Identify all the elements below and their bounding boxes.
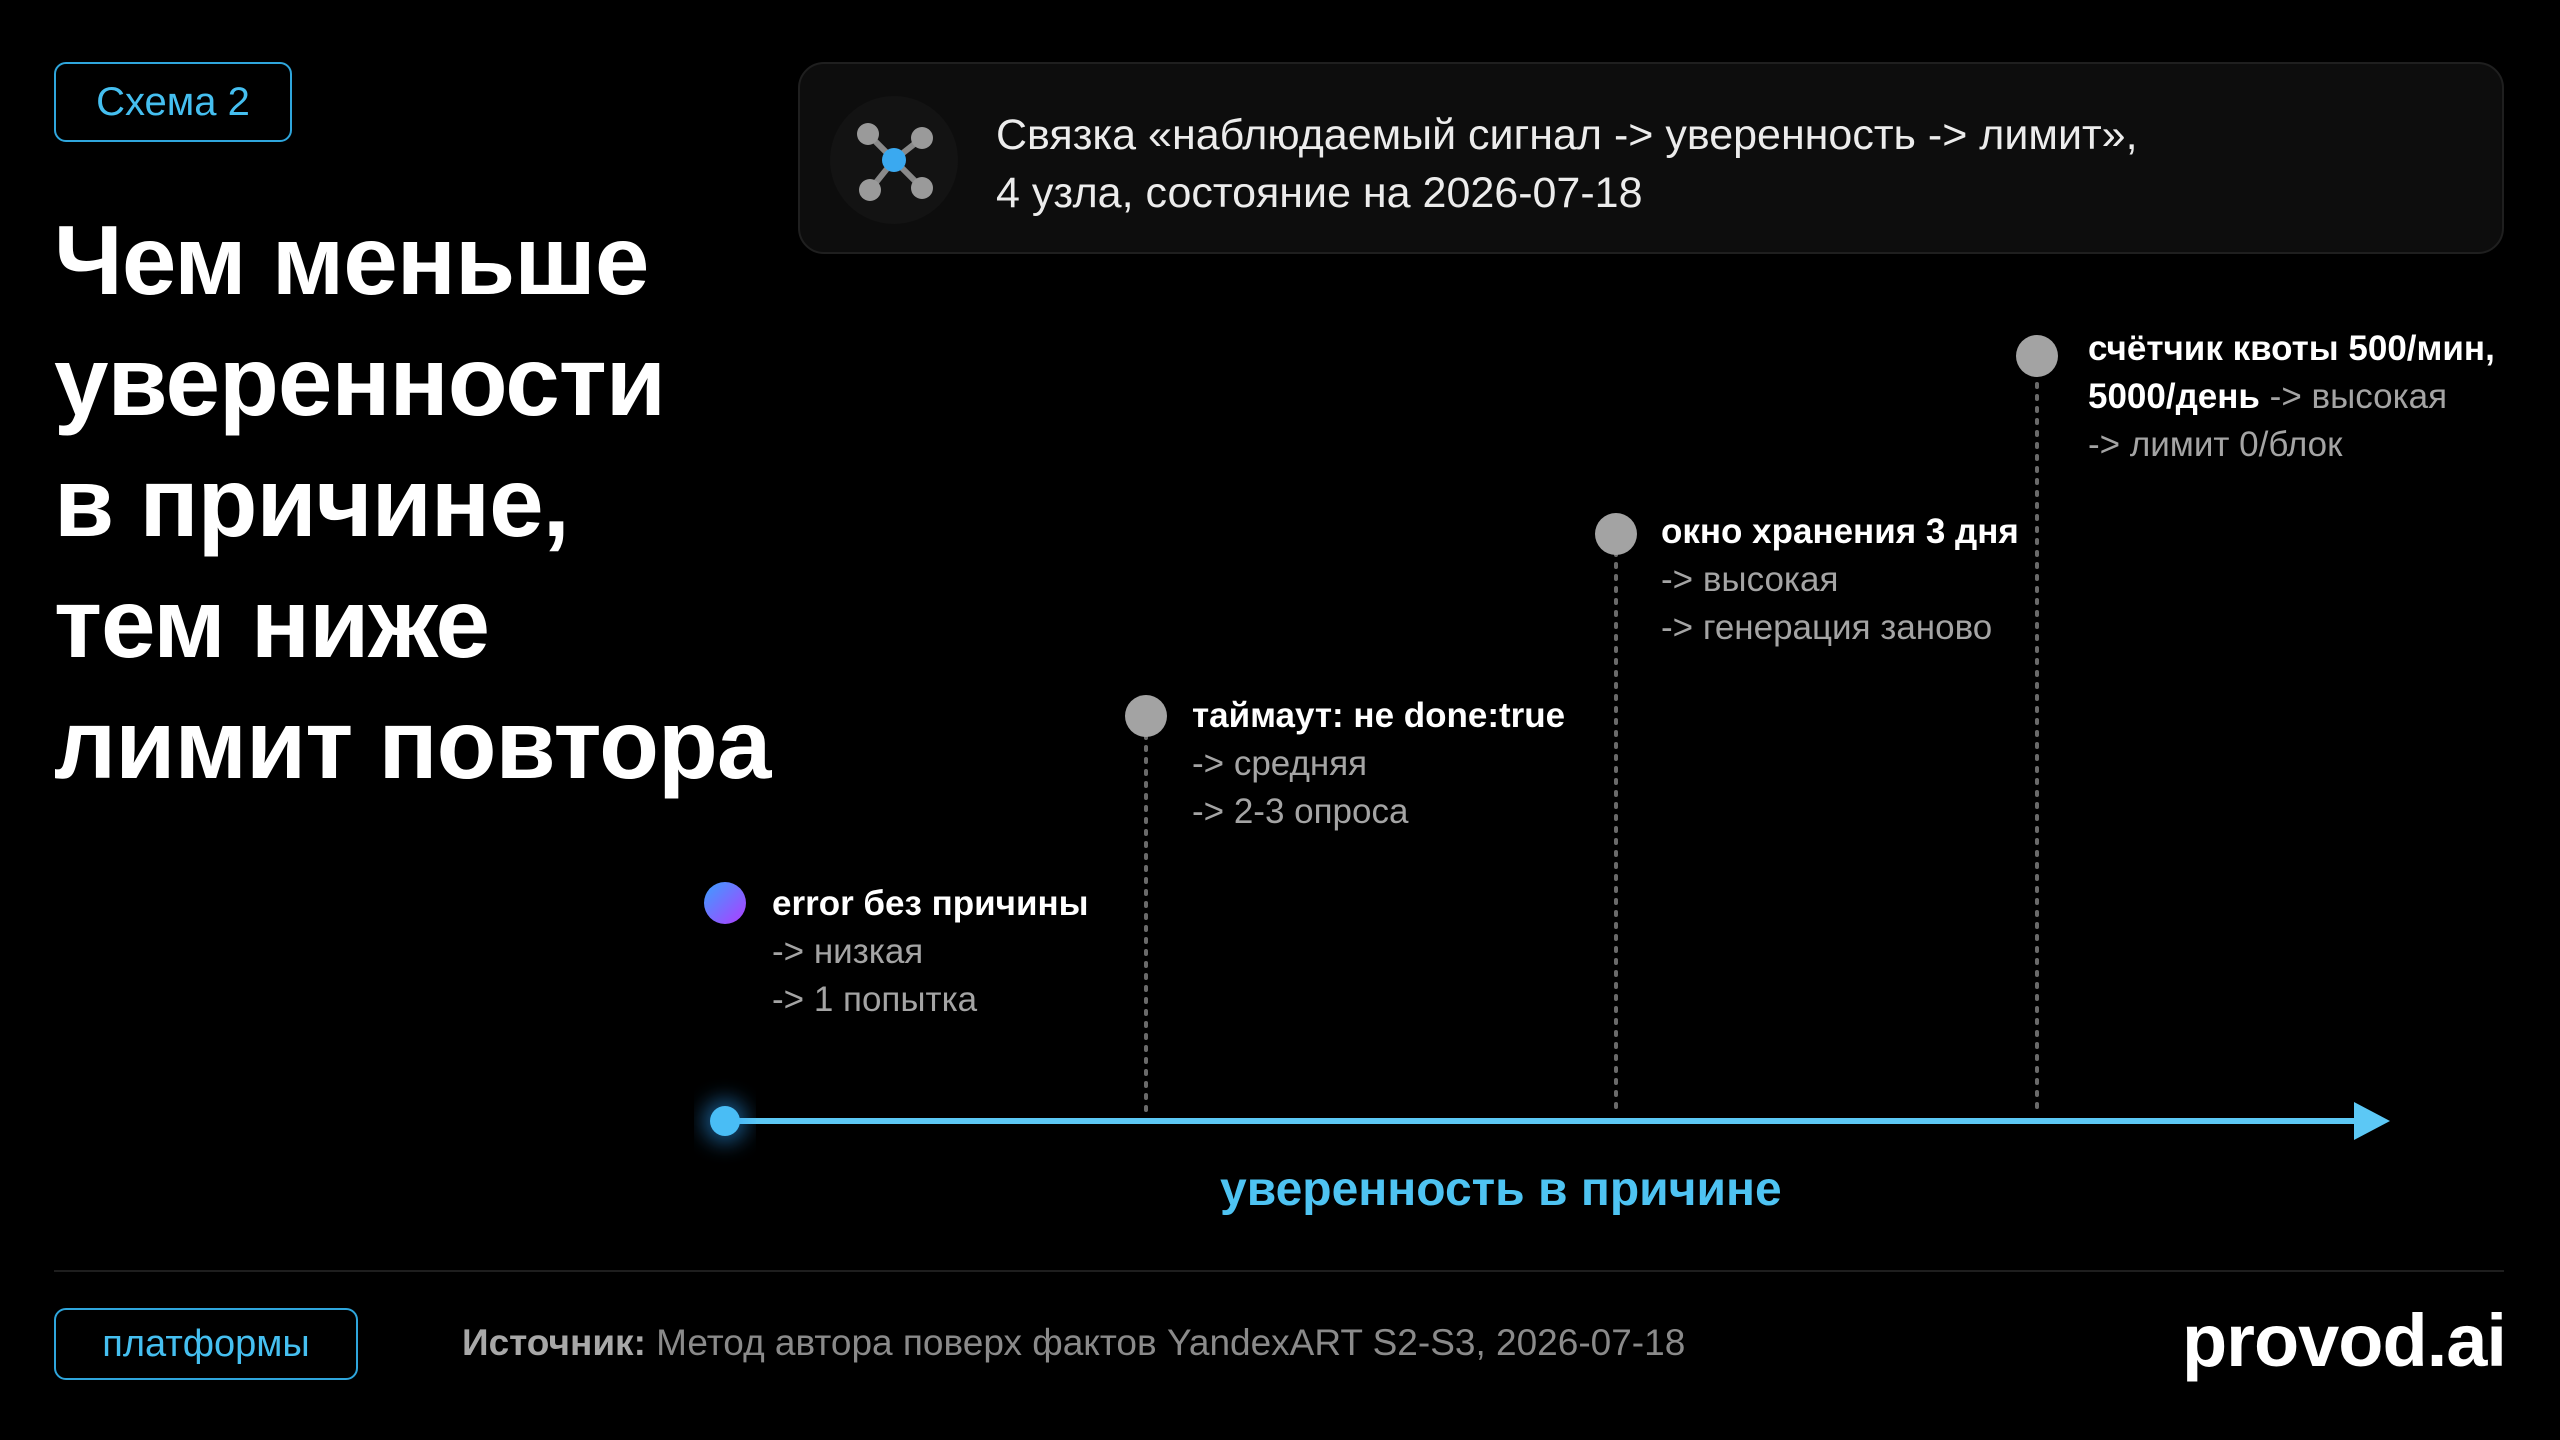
node-confidence: -> высокая xyxy=(1661,560,1839,599)
node-signal-cont: 5000/день -> высокая xyxy=(2088,373,2495,421)
info-card: Связка «наблюдаемый сигнал -> уверенност… xyxy=(798,62,2504,254)
node-limit: -> 2-3 опроса xyxy=(1192,792,1409,831)
node-label-medium: таймаут: не done:true -> средняя -> 2-3 … xyxy=(1192,692,1565,836)
headline-line: тем ниже xyxy=(54,568,490,678)
node-signal-tail: 5000/день xyxy=(2088,377,2260,416)
node-signal: счётчик квоты 500/мин, xyxy=(2088,329,2495,368)
axis-origin-dot xyxy=(710,1106,740,1136)
node-confidence: -> средняя xyxy=(1192,744,1368,783)
node-signal: окно хранения 3 дня xyxy=(1661,512,2019,551)
node-label-high: окно хранения 3 дня -> высокая -> генера… xyxy=(1661,508,2019,652)
axis-label: уверенность в причине xyxy=(1220,1163,1782,1216)
node-confidence: -> низкая xyxy=(772,932,924,971)
headline-line: в причине, xyxy=(54,447,570,557)
scheme-badge: Схема 2 xyxy=(54,62,292,142)
axis-arrowhead xyxy=(2354,1102,2390,1140)
headline-line: лимит повтора xyxy=(54,689,771,799)
network-nodes-icon xyxy=(830,96,958,224)
node-label-quota: счётчик квоты 500/мин, 5000/день -> высо… xyxy=(2088,325,2495,469)
source-text: Метод автора поверх фактов YandexART S2-… xyxy=(645,1322,1686,1363)
node-dot-quota xyxy=(2016,335,2058,377)
info-card-line: Связка «наблюдаемый сигнал -> уверенност… xyxy=(996,111,2138,159)
node-signal: error без причины xyxy=(772,884,1089,923)
node-dot-high xyxy=(1595,513,1637,555)
info-card-line: 4 узла, состояние на 2026-07-18 xyxy=(996,169,1643,217)
category-badge: платформы xyxy=(54,1308,358,1380)
node-dot-medium xyxy=(1125,695,1167,737)
brand-logo: provod.ai xyxy=(2181,1299,2507,1382)
node-dot-low xyxy=(704,882,746,924)
source-label: Источник: xyxy=(462,1322,646,1363)
headline-line: уверенности xyxy=(54,326,666,436)
node-confidence: -> высокая xyxy=(2259,377,2448,416)
footer-divider xyxy=(54,1270,2504,1272)
node-limit: -> генерация заново xyxy=(1661,608,1993,647)
node-limit: -> 1 попытка xyxy=(772,980,978,1019)
info-card-text: Связка «наблюдаемый сигнал -> уверенност… xyxy=(996,106,2138,222)
node-signal: таймаут: не done:true xyxy=(1192,696,1566,735)
node-limit: -> лимит 0/блок xyxy=(2088,425,2343,464)
headline: Чем меньше уверенности в причине, тем ни… xyxy=(54,200,774,805)
node-label-low: error без причины -> низкая -> 1 попытка xyxy=(772,880,1089,1024)
source-note: Источник: Метод автора поверх фактов Yan… xyxy=(462,1322,1685,1364)
headline-line: Чем меньше xyxy=(54,205,649,315)
